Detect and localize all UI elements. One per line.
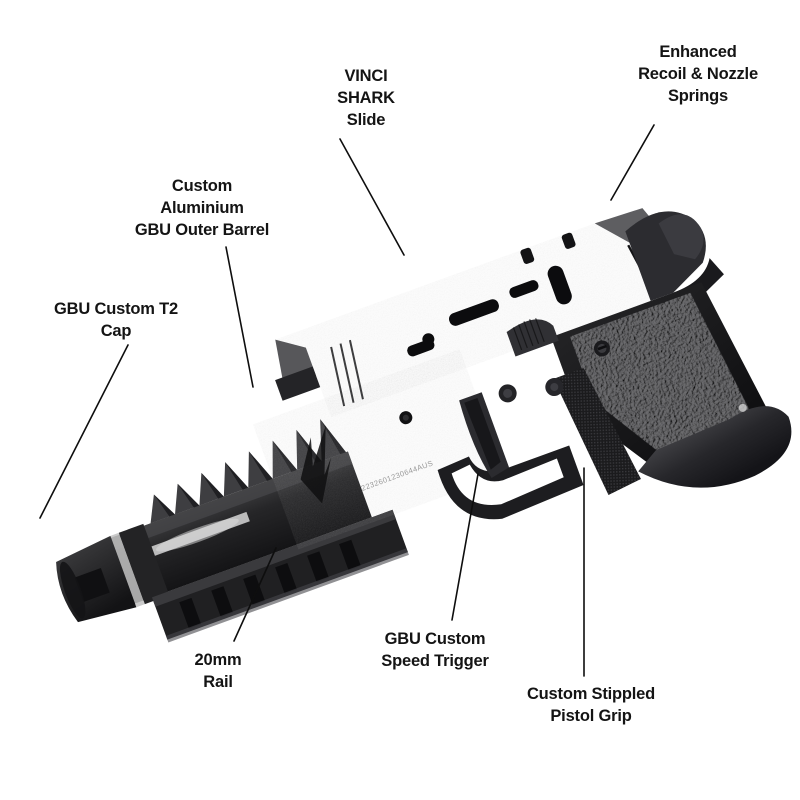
magwell-baseplate <box>638 406 792 488</box>
leader-line-vinci-shark-slide <box>339 138 405 256</box>
front-strap-checkering <box>553 367 641 496</box>
leader-line-20mm-rail <box>233 547 277 642</box>
leader-line-enhanced-springs <box>610 124 655 201</box>
callout-enhanced-recoil-nozzle-springs: Enhanced Recoil & Nozzle Springs <box>638 43 758 105</box>
leader-line-custom-aluminium-outer-barrel <box>225 246 254 388</box>
callout-gbu-custom-t2-cap: GBU Custom T2 Cap <box>54 300 178 340</box>
leader-line-gbu-custom-t2-cap <box>39 344 129 519</box>
pistol-grip-assembly <box>551 282 792 496</box>
leader-line-gbu-custom-speed-trigger <box>451 473 479 621</box>
callout-gbu-custom-speed-trigger: GBU Custom Speed Trigger <box>381 630 489 670</box>
callout-20mm-rail: 20mm Rail <box>194 651 242 691</box>
stippled-grip-panel <box>570 292 759 466</box>
trigger-group <box>437 384 584 520</box>
t2-muzzle-cap <box>56 523 170 623</box>
thumb-safety <box>506 318 559 357</box>
callout-custom-aluminium-gbu-outer-barrel: Custom Aluminium GBU Outer Barrel <box>134 177 270 239</box>
callout-vinci-shark-slide: VINCI SHARK Slide <box>337 67 395 129</box>
callout-custom-stippled-pistol-grip: Custom Stippled Pistol Grip <box>526 685 656 725</box>
frame-dust-cover: 2232601230644AUS <box>252 349 506 550</box>
